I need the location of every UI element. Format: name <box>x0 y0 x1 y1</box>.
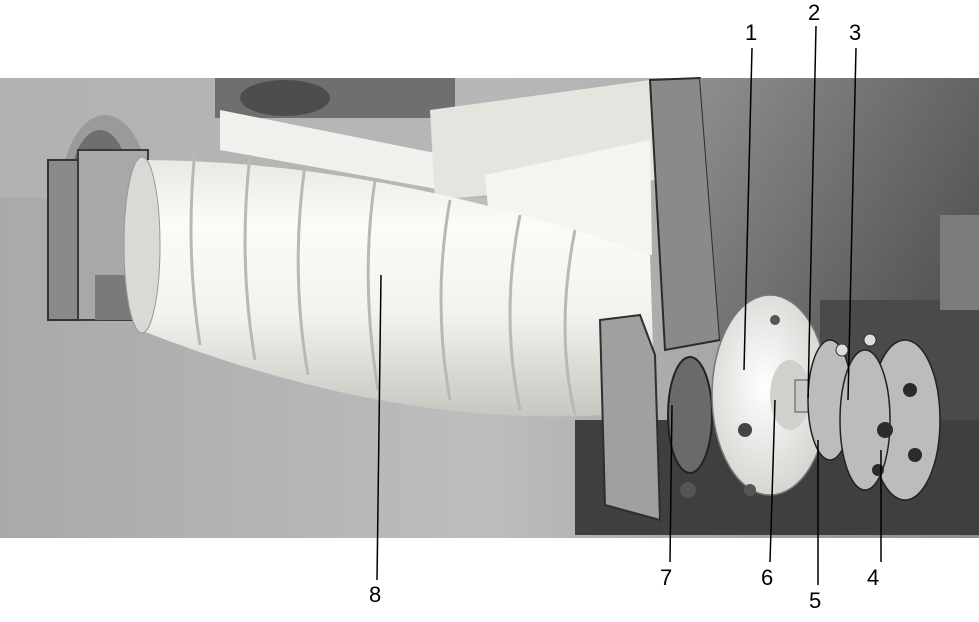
callout-2: 2 <box>808 0 821 25</box>
leader-lines <box>376 25 882 585</box>
callout-8: 8 <box>369 582 382 607</box>
callout-4: 4 <box>867 565 880 590</box>
callout-7: 7 <box>660 565 673 590</box>
callout-6: 6 <box>761 565 774 590</box>
callout-3: 3 <box>849 20 862 45</box>
callout-1: 1 <box>745 20 758 45</box>
callout-5: 5 <box>809 588 822 613</box>
